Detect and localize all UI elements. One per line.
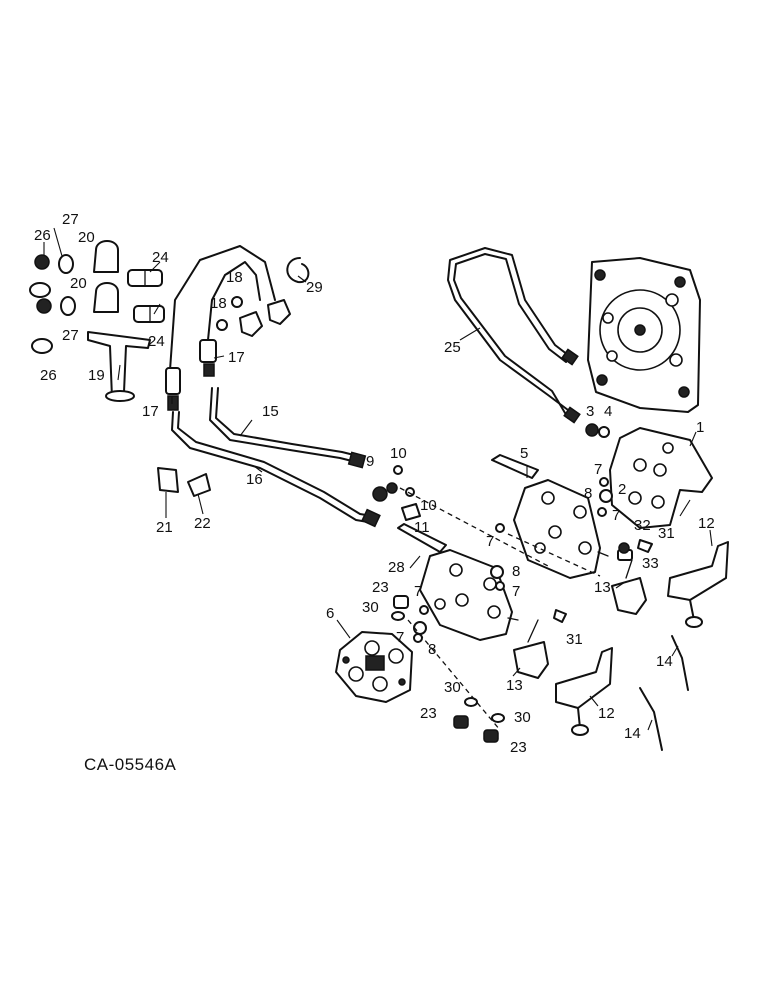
rod-14-upper — [671, 635, 689, 691]
snap-ring-29 — [286, 257, 310, 284]
callout-3: 3 — [586, 403, 594, 420]
callout-18a: 18 — [226, 269, 243, 286]
callout-27b: 27 — [62, 327, 79, 344]
couplers-24 — [127, 269, 165, 323]
callout-17a: 17 — [228, 349, 245, 366]
tube-15 — [209, 387, 367, 469]
callout-7a: 7 — [594, 461, 602, 478]
lever-12-upper — [667, 541, 729, 628]
rod-14-lower — [639, 687, 663, 751]
valve-body-28 — [397, 523, 519, 641]
small-hardware — [372, 423, 653, 743]
callout-10b: 10 — [420, 497, 437, 514]
callout-8a: 8 — [584, 485, 592, 502]
bracket-13-lower — [513, 619, 549, 679]
callout-9: 9 — [366, 453, 374, 470]
callout-15: 15 — [262, 403, 279, 420]
caps-26 — [29, 254, 53, 354]
tube-25 — [447, 247, 581, 424]
callout-7f: 7 — [396, 629, 404, 646]
bracket-13-upper — [611, 559, 647, 615]
callout-22: 22 — [194, 515, 211, 532]
valve-body-1 — [609, 427, 713, 529]
callout-12b: 12 — [598, 705, 615, 722]
valve-body-5 — [491, 454, 609, 579]
callout-24b: 24 — [148, 333, 165, 350]
callout-28: 28 — [388, 559, 405, 576]
callout-13b: 13 — [506, 677, 523, 694]
bracket-21 — [157, 467, 179, 493]
callout-32: 32 — [634, 517, 651, 534]
callout-21: 21 — [156, 519, 173, 536]
callout-4: 4 — [604, 403, 612, 420]
callout-8c: 8 — [428, 641, 436, 658]
callout-30b: 30 — [444, 679, 461, 696]
leader-lines — [43, 227, 713, 731]
callout-33: 33 — [642, 555, 659, 572]
callout-2: 2 — [618, 481, 626, 498]
clamps-20 — [93, 240, 119, 313]
callout-20a: 20 — [78, 229, 95, 246]
callout-14b: 14 — [624, 725, 641, 742]
callout-31b: 31 — [566, 631, 583, 648]
callout-16: 16 — [246, 471, 263, 488]
lever-12-lower — [555, 647, 613, 736]
callout-7e: 7 — [414, 583, 422, 600]
callout-24a: 24 — [152, 249, 169, 266]
fittings-18 — [216, 296, 291, 337]
callout-11: 11 — [414, 519, 430, 536]
reference-code: CA-05546A — [84, 755, 177, 774]
callout-23a: 23 — [372, 579, 389, 596]
callout-18b: 18 — [210, 295, 227, 312]
callout-7c: 7 — [486, 533, 494, 550]
washers-27 — [58, 254, 76, 316]
callout-labels: 1 2 3 4 5 6 7 7 7 7 7 7 8 8 8 9 10 10 11… — [34, 211, 715, 756]
callout-23c: 23 — [510, 739, 527, 756]
callout-20b: 20 — [70, 275, 87, 292]
callout-30c: 30 — [514, 709, 531, 726]
hose-assembly-17 — [165, 245, 276, 411]
callout-12a: 12 — [698, 515, 715, 532]
callout-8b: 8 — [512, 563, 520, 580]
callout-31a: 31 — [658, 525, 675, 542]
callout-27a: 27 — [62, 211, 79, 228]
callout-10a: 10 — [390, 445, 407, 462]
clip-22 — [187, 473, 211, 497]
callout-7d: 7 — [512, 583, 520, 600]
callout-19: 19 — [88, 367, 105, 384]
valve-cover-6 — [335, 631, 413, 703]
callout-14a: 14 — [656, 653, 673, 670]
tube-16 — [171, 411, 381, 528]
callout-5: 5 — [520, 445, 528, 462]
callout-26a: 26 — [34, 227, 51, 244]
callout-25: 25 — [444, 339, 461, 356]
callout-30a: 30 — [362, 599, 379, 616]
pump-housing — [587, 257, 701, 413]
callout-7b: 7 — [612, 507, 620, 524]
alignment-lines — [399, 487, 601, 731]
callout-26b: 26 — [40, 367, 57, 384]
callout-29: 29 — [306, 279, 323, 296]
callout-23b: 23 — [420, 705, 437, 722]
callout-1: 1 — [696, 419, 704, 436]
callout-17b: 17 — [142, 403, 159, 420]
callout-13a: 13 — [594, 579, 611, 596]
callout-6: 6 — [326, 605, 334, 622]
bracket-19 — [87, 331, 151, 402]
